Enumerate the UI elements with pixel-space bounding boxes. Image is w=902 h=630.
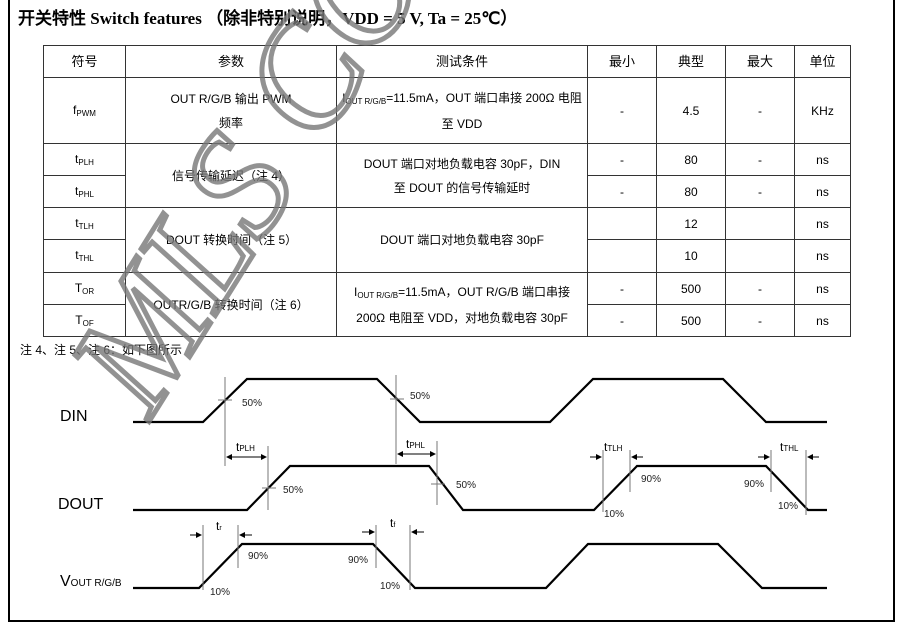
header-typ: 典型: [656, 45, 726, 78]
vout-label: VOUT R/G/B: [60, 573, 122, 590]
parameter: OUTR/G/B 转换时间（注 6）: [125, 272, 337, 337]
ttlh-label: tTLH: [604, 440, 623, 454]
tf-label: tf: [390, 516, 395, 530]
dout-rise-50-label: 50%: [283, 485, 303, 496]
max: [725, 239, 795, 273]
dout-rise-90-label: 90%: [641, 474, 661, 485]
vout-rise-90-label: 90%: [248, 551, 268, 562]
min: -: [587, 272, 657, 305]
tphl-label: tPHL: [406, 437, 425, 451]
parameter: 信号传输延迟（注 4）: [125, 143, 337, 208]
max: [725, 207, 795, 240]
header-condition: 测试条件: [336, 45, 588, 78]
section-title: 开关特性 Switch features （除非特别说明，VDD = 5 V, …: [18, 9, 518, 28]
dout-waveform: [133, 464, 827, 512]
table-row: tTLH DOUT 转换时间（注 5） DOUT 端口对地负载电容 30pF 1…: [43, 207, 851, 273]
din-rise-50-label: 50%: [242, 398, 262, 409]
header-symbol: 符号: [43, 45, 126, 78]
dout-fall-10-label: 10%: [778, 501, 798, 512]
page-frame: [8, 0, 895, 622]
max: -: [725, 272, 795, 305]
unit: ns: [794, 304, 851, 337]
symbol: tTHL: [43, 239, 126, 273]
table-header: 符号 参数 测试条件 最小 典型 最大 单位: [43, 45, 851, 78]
unit: ns: [794, 239, 851, 273]
condition: DOUT 端口对地负载电容 30pF，DIN 至 DOUT 的信号传输延时: [336, 143, 588, 208]
tplh-label: tPLH: [236, 440, 255, 454]
typ: 500: [656, 272, 726, 305]
tthl-label: tTHL: [780, 440, 799, 454]
din-label: DIN: [60, 408, 88, 425]
dout-fall-90-label: 90%: [744, 479, 764, 490]
dout-fall-50-label: 50%: [456, 480, 476, 491]
switch-features-table: 符号 参数 测试条件 最小 典型 最大 单位 fPWM OUT R/G/B 输出…: [43, 45, 851, 337]
symbol: tPHL: [43, 175, 126, 208]
header-parameter: 参数: [125, 45, 337, 78]
parameter: DOUT 转换时间（注 5）: [125, 207, 337, 273]
min: -: [587, 77, 657, 144]
unit: ns: [794, 143, 851, 176]
symbol: fPWM: [43, 77, 126, 144]
vout-fall-90-label: 90%: [348, 555, 368, 566]
symbol: TOR: [43, 272, 126, 305]
dout-rise-10-label: 10%: [604, 509, 624, 520]
din-fall-50-label: 50%: [410, 391, 430, 402]
typ: 80: [656, 175, 726, 208]
typ: 80: [656, 143, 726, 176]
condition: DOUT 端口对地负载电容 30pF: [336, 207, 588, 273]
tr-label: tr: [216, 519, 222, 533]
vout-fall-10-label: 10%: [380, 581, 400, 592]
condition: IOUT R/G/B=11.5mA，OUT 端口串接 200Ω 电阻至 VDD: [336, 77, 588, 144]
dout-label: DOUT: [58, 496, 104, 513]
condition: IOUT R/G/B=11.5mA，OUT R/G/B 端口串接 200Ω 电阻…: [336, 272, 588, 337]
typ: 10: [656, 239, 726, 273]
min: -: [587, 304, 657, 337]
table-row: TOR OUTR/G/B 转换时间（注 6） IOUT R/G/B=11.5mA…: [43, 272, 851, 337]
note-text: 注 4、注 5、注 6：如下图所示: [20, 343, 183, 357]
unit: ns: [794, 175, 851, 208]
table-row: TOF - 500 - ns: [43, 304, 851, 337]
vout-rise-10-label: 10%: [210, 587, 230, 598]
din-waveform: [133, 377, 827, 424]
vout-waveform: [133, 542, 827, 590]
table-row: tPLH 信号传输延迟（注 4） DOUT 端口对地负载电容 30pF，DIN …: [43, 143, 851, 208]
typ: 500: [656, 304, 726, 337]
unit: KHz: [794, 77, 851, 144]
table-row: tTHL 10 ns: [43, 239, 851, 273]
table-row: fPWM OUT R/G/B 输出 PWM 频率 IOUT R/G/B=11.5…: [43, 77, 851, 144]
symbol: TOF: [43, 304, 126, 337]
